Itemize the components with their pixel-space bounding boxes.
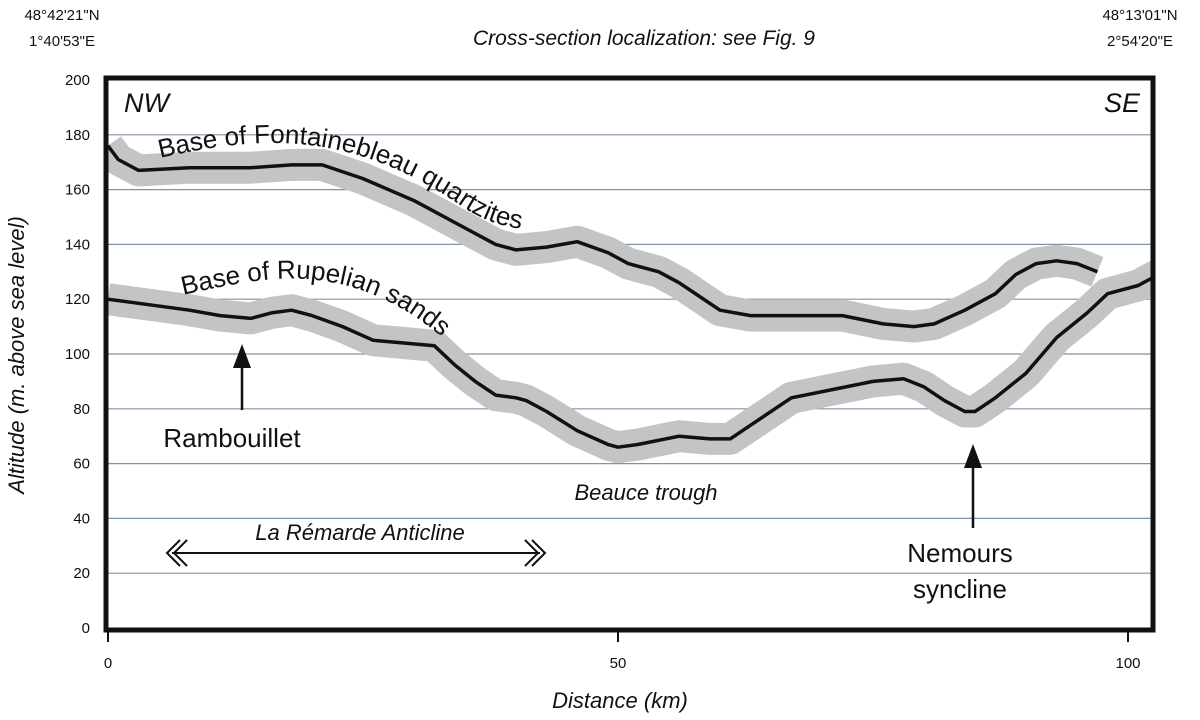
y-tick-140: 140: [65, 236, 90, 253]
anticline-double-arrow: [165, 539, 547, 567]
corner-right-lat: 48°13'01"N: [1102, 7, 1177, 24]
y-tick-200: 200: [65, 72, 90, 89]
y-tick-0: 0: [82, 620, 90, 637]
series-line-rupelian: [108, 276, 1151, 449]
plot-frame: [103, 75, 1156, 633]
annotation-nemours-line1: Nemours: [907, 538, 1012, 568]
y-tick-60: 60: [73, 456, 90, 473]
x-tick-50: 50: [610, 655, 627, 672]
corner-left-lon: 1°40'53"E: [29, 33, 95, 50]
y-tick-20: 20: [73, 565, 90, 582]
y-axis-label: Altitude (m. above sea level): [4, 216, 29, 496]
nemours-arrow: [964, 444, 982, 528]
y-tick-160: 160: [65, 182, 90, 199]
x-tick-100: 100: [1115, 655, 1140, 672]
y-tick-80: 80: [73, 401, 90, 418]
x-tick-labels: 0 50 100: [104, 630, 1141, 672]
annotation-nemours-line2: syncline: [913, 574, 1007, 604]
y-tick-120: 120: [65, 291, 90, 308]
corner-left-lat: 48°42'21"N: [24, 7, 99, 24]
y-tick-100: 100: [65, 346, 90, 363]
direction-se: SE: [1104, 88, 1141, 118]
rambouillet-arrow: [233, 344, 251, 410]
chart-title: Cross-section localization: see Fig. 9: [473, 27, 815, 50]
y-tick-180: 180: [65, 127, 90, 144]
annotation-anticline: La Rémarde Anticline: [255, 520, 465, 545]
y-tick-40: 40: [73, 510, 90, 527]
corner-right-lon: 2°54'20"E: [1107, 33, 1173, 50]
y-gridlines: [108, 134, 1151, 574]
series-line-fontainebleau: [108, 144, 1099, 329]
x-tick-0: 0: [104, 655, 112, 672]
annotation-rambouillet: Rambouillet: [163, 423, 301, 453]
annotation-beauce-trough: Beauce trough: [574, 480, 717, 505]
y-tick-labels: 0 20 40 60 80 100 120 140 160 180 200: [65, 72, 90, 637]
direction-nw: NW: [124, 88, 171, 118]
x-axis-label: Distance (km): [552, 688, 688, 713]
